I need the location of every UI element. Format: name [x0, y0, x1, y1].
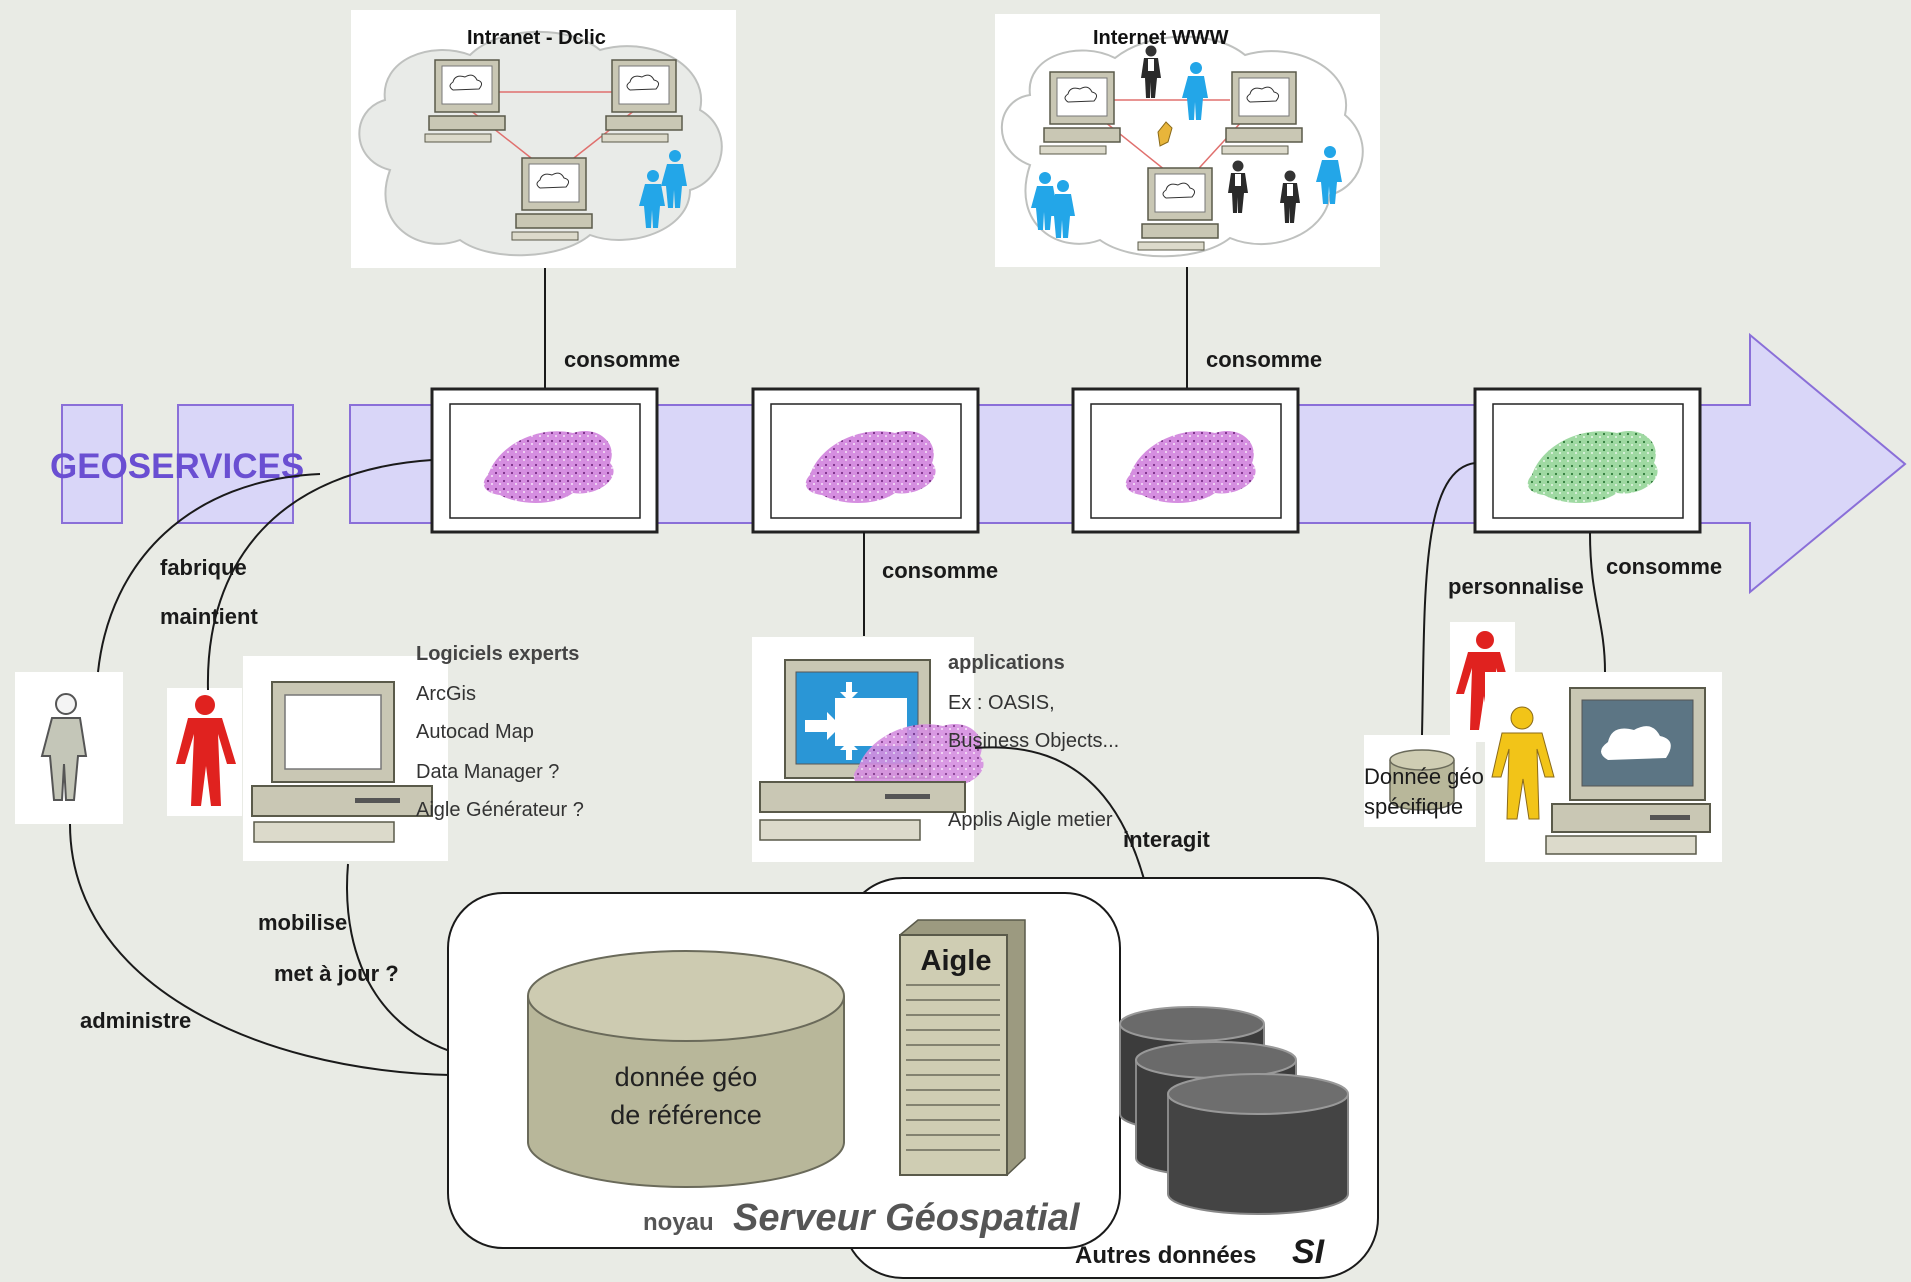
person-icon	[1031, 45, 1342, 238]
aigle-server	[899, 919, 1026, 1177]
si-caption-prefix: Autres données	[1075, 1242, 1256, 1269]
expert-computer	[243, 656, 448, 861]
met-a-jour-label: met à jour ?	[274, 961, 399, 986]
person-icon	[176, 695, 236, 806]
computer-icon	[601, 59, 683, 143]
experts-item-1: ArcGis	[416, 683, 476, 705]
database-icon	[527, 950, 845, 1188]
consomme-label-apps: consomme	[882, 558, 998, 583]
computer-icon	[759, 659, 984, 841]
computer-icon	[1221, 71, 1303, 155]
computer-icon	[424, 59, 506, 143]
server-icon	[899, 919, 1026, 1177]
intranet-title: Intranet - Dclic	[467, 27, 606, 49]
person-icon	[1491, 706, 1555, 820]
applications-heading: applications	[948, 652, 1065, 674]
specific-data-line-2: spécifique	[1364, 794, 1463, 819]
expert-person	[167, 688, 242, 816]
maintient-connector	[206, 459, 433, 691]
experts-item-3: Data Manager ?	[416, 761, 559, 783]
consomme-label-right: consomme	[1606, 554, 1722, 579]
intranet-cloud	[351, 10, 736, 268]
si-caption-main: SI	[1292, 1233, 1326, 1271]
reference-db-line-2: de référence	[610, 1100, 762, 1130]
maintient-label: maintient	[160, 604, 258, 629]
consomme-label-intranet: consomme	[564, 347, 680, 372]
consomme-label-internet: consomme	[1206, 347, 1322, 372]
internet-cloud	[995, 14, 1380, 267]
administre-connector	[69, 823, 451, 1076]
mobilise-label: mobilise	[258, 910, 347, 935]
computer-icon	[1039, 71, 1121, 155]
aigle-label: Aigle	[921, 945, 992, 977]
computer-icon	[1137, 167, 1219, 251]
reference-database	[527, 950, 845, 1188]
fabrique-label: fabrique	[160, 555, 247, 580]
map-frame-3	[1071, 387, 1300, 534]
interagit-label: interagit	[1123, 827, 1210, 852]
si-databases	[1119, 1006, 1349, 1215]
reference-db-line-1: donnée géo	[615, 1062, 758, 1092]
database-icon	[1167, 1073, 1349, 1215]
map-frame-4	[1473, 387, 1702, 534]
geoservices-label: GEOSERVICES	[50, 447, 304, 486]
core-caption-main: Serveur Géospatial	[733, 1197, 1081, 1239]
map-frame-2	[751, 387, 980, 534]
core-caption-prefix: noyau	[643, 1209, 714, 1236]
applications-line-3: Applis Aigle metier	[948, 809, 1113, 831]
personnalise-connector	[1421, 462, 1476, 736]
map-frame-1	[430, 387, 659, 534]
computer-icon	[1545, 687, 1711, 855]
person-icon	[40, 693, 88, 801]
person-icon	[1456, 631, 1512, 730]
database-icon	[1389, 749, 1455, 811]
specific-data-line-1: Donnée géo	[1364, 764, 1484, 789]
admin-person	[15, 672, 123, 824]
administre-label: administre	[80, 1008, 191, 1033]
applications-line-1: Ex : OASIS,	[948, 692, 1055, 714]
computer-icon	[511, 157, 593, 241]
computer-icon	[251, 681, 433, 843]
fabrique-connector	[97, 473, 321, 673]
applications-line-2: Business Objects...	[948, 730, 1119, 752]
applications-computer	[752, 637, 984, 862]
experts-heading: Logiciels experts	[416, 643, 579, 665]
user-workstation	[1485, 672, 1722, 862]
internet-title: Internet WWW	[1093, 27, 1229, 49]
experts-item-4: Aigle Générateur ?	[416, 799, 584, 821]
specific-data	[1364, 735, 1476, 827]
consomme-right-connector	[1589, 532, 1606, 673]
experts-item-2: Autocad Map	[416, 721, 534, 743]
personnalise-label: personnalise	[1448, 574, 1584, 599]
cloud-icon	[1601, 726, 1671, 760]
